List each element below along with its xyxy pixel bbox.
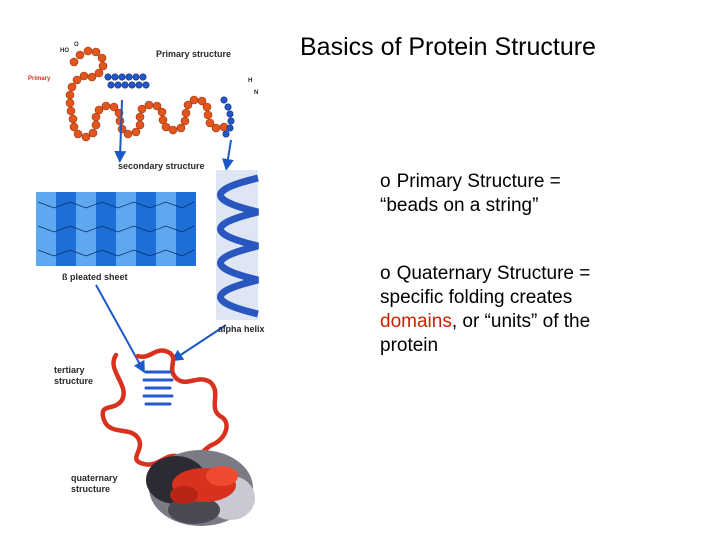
bullet-text-line: specific folding creates [380,287,573,308]
chem-label-o: O [74,42,79,48]
quaternary-label-line-2: structure [71,484,110,494]
bullet-text-line: protein [380,335,439,356]
bullet-text-line: “beads on a string” [380,195,539,216]
tertiary-label-line-2: structure [54,376,93,386]
bullet-text-line: Primary Structure = [396,171,561,192]
highlighted-term: domains [380,311,452,332]
beta-sheet-label: ß pleated sheet [62,272,128,282]
chem-label-n: N [254,90,258,96]
bullet-text-line: , or “units” of the [451,311,591,332]
primary-blue-chain [104,73,235,138]
alpha-helix [216,170,259,320]
alpha-helix-label: alpha helix [218,324,265,334]
chem-label-ho: HO [60,48,69,54]
bullet-marker: o [380,171,391,192]
chem-label-h: H [248,78,252,84]
secondary-structure-label: secondary structure [118,161,205,171]
side-label: Primary [28,76,51,82]
bullet-marker: o [380,263,391,284]
bullet-text-line: Quaternary Structure = [396,263,591,284]
protein-structure-figure: HO O H N Primary Primary structure secon… [28,42,265,526]
tertiary-label-line-1: tertiary [54,365,85,375]
beta-pleated-sheet [36,192,196,266]
primary-structure-label: Primary structure [156,49,231,59]
quaternary-label-line-1: quaternary [71,473,118,483]
quaternary-structure [146,450,255,526]
flow-arrows [95,99,234,374]
primary-bead-chain [65,46,229,142]
slide-title: Basics of Protein Structure [300,33,596,61]
tertiary-structure [100,348,229,467]
